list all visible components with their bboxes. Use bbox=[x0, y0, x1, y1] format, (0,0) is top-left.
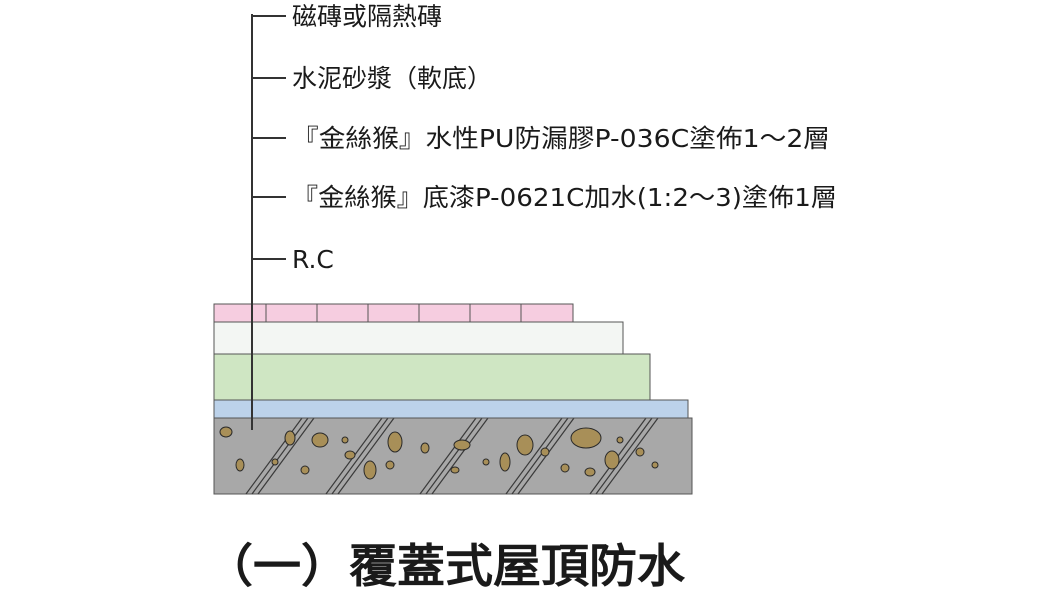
label-tile: 磁磚或隔熱磚 bbox=[292, 2, 442, 31]
concrete-aggregate bbox=[219, 426, 659, 480]
label-rc: R.C bbox=[292, 245, 334, 274]
rebar-hatching bbox=[245, 417, 659, 495]
diagram-caption: （一）覆蓋式屋頂防水 bbox=[205, 539, 686, 592]
primer-layer bbox=[213, 399, 689, 419]
label-pu-membrane: 『金絲猴』水性PU防漏膠P-036C塗佈1～2層 bbox=[292, 124, 830, 153]
label-primer: 『金絲猴』底漆P-0621C加水(1:2～3)塗佈1層 bbox=[292, 183, 837, 212]
pu-membrane-layer bbox=[213, 353, 651, 401]
layer-stack bbox=[213, 303, 693, 495]
leader-lines bbox=[251, 14, 286, 430]
mortar-layer bbox=[213, 321, 624, 355]
tile-layer bbox=[213, 303, 574, 323]
label-mortar: 水泥砂漿（軟底） bbox=[292, 64, 492, 93]
